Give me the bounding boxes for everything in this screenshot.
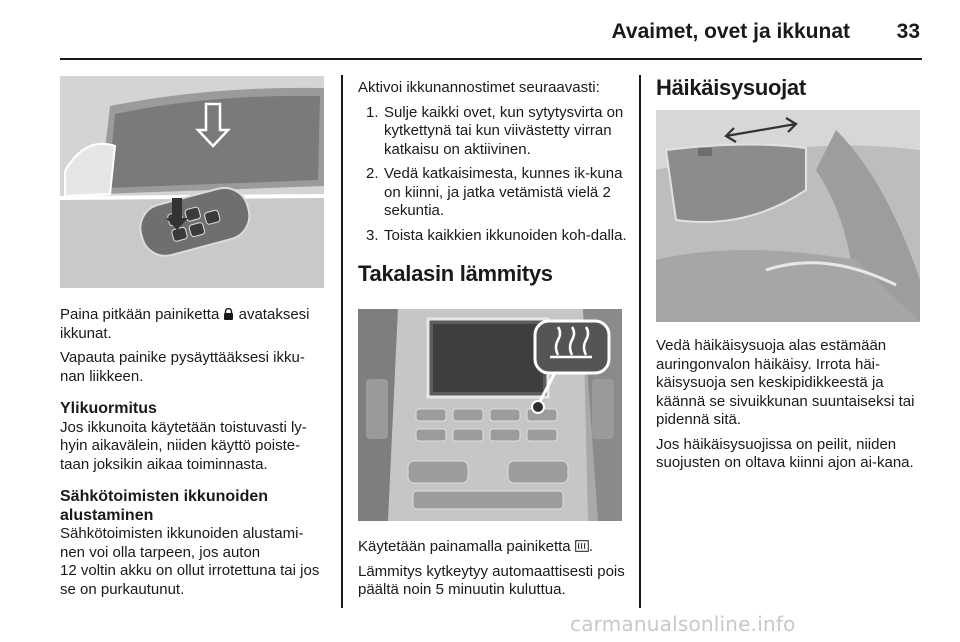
defrost-usage-paragraph: Käytetään painamalla painiketta . [358, 538, 593, 555]
column-divider-1 [341, 75, 343, 608]
sun-visors-heading: Häikäisysuojat [656, 75, 806, 100]
right-column-heading-wrap: Häikäisysuojat [656, 75, 922, 100]
left-column-text: Paina pitkään painiketta avataksesi ikku… [60, 306, 326, 605]
rear-defrost-icon [575, 539, 589, 552]
sun-visor-paragraph-1: Vedä häikäisysuoja alas estämään auringo… [656, 337, 915, 428]
open-windows-paragraph: Paina pitkään painiketta avataksesi ikku… [60, 306, 310, 342]
header-divider [60, 58, 922, 60]
middle-column-text-top: Aktivoi ikkunannostimet seuraavasti: 1.S… [358, 79, 628, 284]
column-divider-2 [639, 75, 641, 608]
sun-visor-illustration [656, 110, 920, 322]
watermark: carmanualsonline.info [570, 612, 796, 636]
right-column-text: Vedä häikäisysuoja alas estämään auringo… [656, 337, 922, 479]
overload-text: Jos ikkunoita käytetään toistuvasti ly-h… [60, 418, 307, 473]
middle-column-text-bottom: Käytetään painamalla painiketta . Lämmit… [358, 538, 628, 606]
sun-visor-paragraph-2: Jos häikäisysuojissa on peilit, niiden s… [656, 435, 914, 472]
lock-icon [223, 307, 234, 320]
window-init-heading: Sähkötoimisten ikkunoiden alustaminen [60, 488, 269, 524]
list-item: 1.Sulje kaikki ovet, kun sytytysvirta on… [366, 103, 624, 158]
release-button-paragraph: Vapauta painike pysäyttääksesi ikku-nan … [60, 349, 305, 385]
list-item: 3.Toista kaikkien ikkunoiden koh-dalla. [366, 226, 627, 244]
window-init-text-2: 12 voltin akku on ollut irrotettuna tai … [60, 562, 320, 598]
page-number: 33 [896, 20, 920, 43]
defrost-auto-off-paragraph: Lämmitys kytkeytyy automaattisesti pois … [358, 562, 625, 599]
door-window-key-illustration [60, 76, 324, 288]
dashboard-defrost-button-illustration [358, 309, 622, 521]
overload-heading: Ylikuormitus [60, 400, 157, 417]
activation-intro: Aktivoi ikkunannostimet seuraavasti: [358, 79, 600, 96]
activation-steps-list: 1.Sulje kaikki ovet, kun sytytysvirta on… [358, 104, 628, 246]
page-header-title: Avaimet, ovet ja ikkunat [611, 20, 850, 43]
rear-window-heating-heading: Takalasin lämmitys [358, 261, 553, 286]
window-init-text-1: Sähkötoimisten ikkunoiden alustami-nen v… [60, 525, 304, 561]
list-item: 2.Vedä katkaisimesta, kunnes ik-kuna on … [366, 165, 623, 219]
